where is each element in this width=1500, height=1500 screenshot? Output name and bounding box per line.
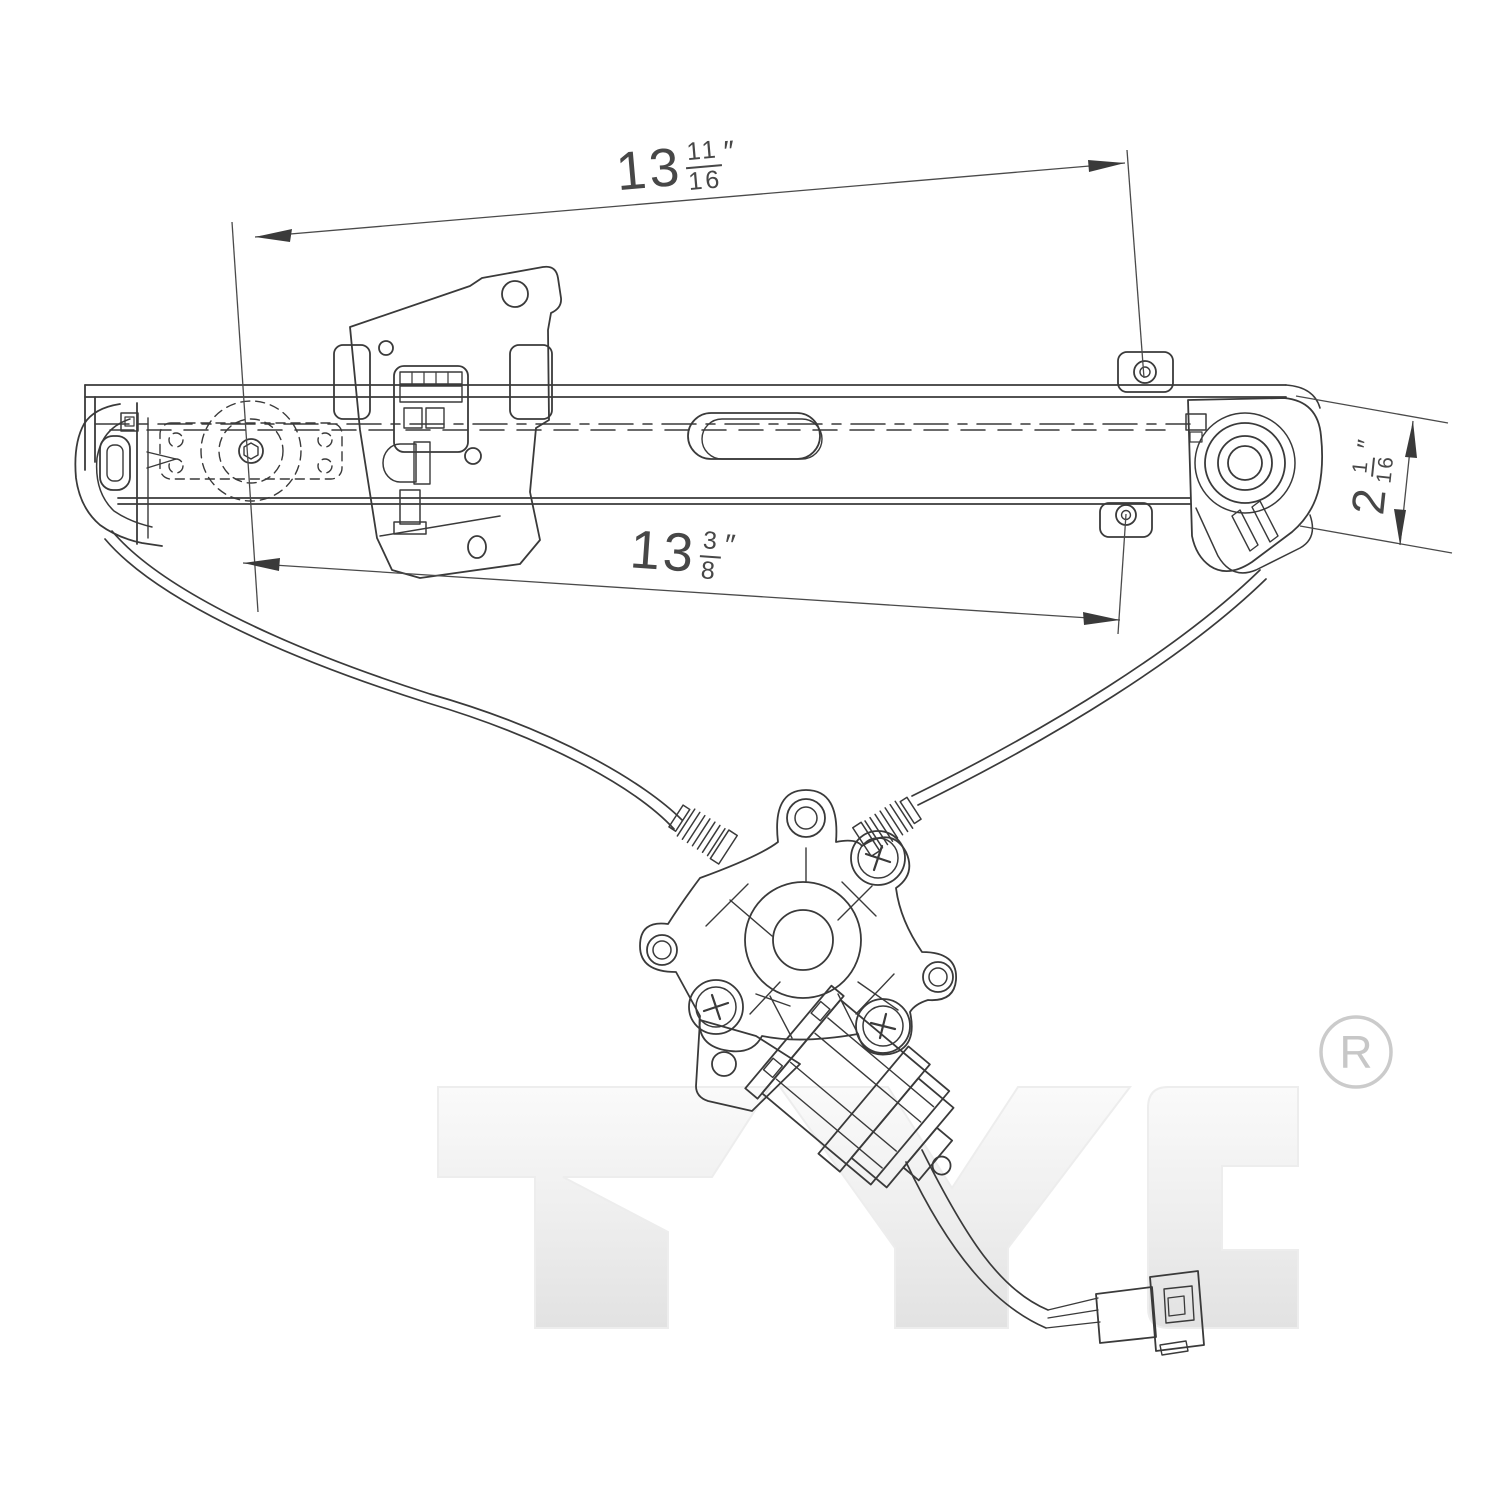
tyc-watermark-logo — [437, 1086, 1299, 1329]
drive-hole — [238, 438, 264, 464]
dimension-label-top: 13 11 16 ″ — [613, 134, 741, 203]
dimension-fraction: 3 8 — [699, 526, 723, 585]
rail-centerline — [94, 423, 1191, 431]
right-drive-cable — [911, 569, 1267, 806]
watermark-letter-C — [1147, 1086, 1299, 1329]
extension-line-left — [231, 221, 259, 613]
dimension-fraction: 11 16 — [683, 135, 724, 196]
left-cable-spring — [668, 804, 739, 865]
electric-motor — [744, 984, 955, 1189]
dimension-fraction: 1 16 — [1348, 452, 1399, 485]
motor-bracket-plate — [695, 1019, 801, 1112]
motor-wire-harness — [905, 1149, 1101, 1329]
rail-slot — [687, 412, 823, 460]
extension-line-mid-right — [1117, 513, 1127, 635]
svg-text:R: R — [1339, 1026, 1372, 1078]
extension-line-rail-bottom — [1299, 525, 1453, 554]
dimension-whole-number: 13 — [628, 519, 699, 584]
dimension-line-top — [254, 162, 1126, 238]
dimension-line-middle — [242, 562, 1121, 621]
dimension-label-right: 2 1 16 ″ — [1341, 435, 1400, 517]
dimension-arrowheads — [243, 160, 1417, 625]
right-pulley-housing — [1185, 397, 1324, 574]
dimension-annotations — [231, 149, 1453, 635]
watermark-letter-T — [437, 1086, 772, 1329]
dimension-label-middle: 13 3 8 ″ — [628, 519, 740, 585]
inch-mark: ″ — [1350, 435, 1383, 451]
phillips-screws — [688, 830, 911, 1054]
guide-rail — [84, 384, 1321, 505]
dimension-whole-number: 2 — [1341, 483, 1396, 517]
right-cable-spring — [851, 796, 922, 858]
extension-line-top-right — [1126, 149, 1145, 379]
inch-mark: ″ — [723, 528, 740, 563]
dimension-whole-number: 13 — [613, 136, 685, 203]
wire-connector — [1095, 1270, 1205, 1356]
drum-gear-housing — [639, 789, 957, 1056]
left-drive-cable — [104, 530, 683, 830]
upper-mounting-tab — [1117, 351, 1174, 393]
carrier-plate — [333, 265, 562, 579]
extension-line-rail-top — [1295, 395, 1449, 424]
left-end-bracket — [74, 402, 177, 547]
lower-mounting-tab — [1099, 502, 1153, 538]
housing-mount-holes — [646, 798, 954, 993]
inch-mark: ″ — [722, 134, 739, 169]
hidden-backplate — [159, 400, 343, 502]
registered-trademark-icon: R — [1319, 1015, 1393, 1089]
watermark-letter-Y — [778, 1086, 1133, 1329]
